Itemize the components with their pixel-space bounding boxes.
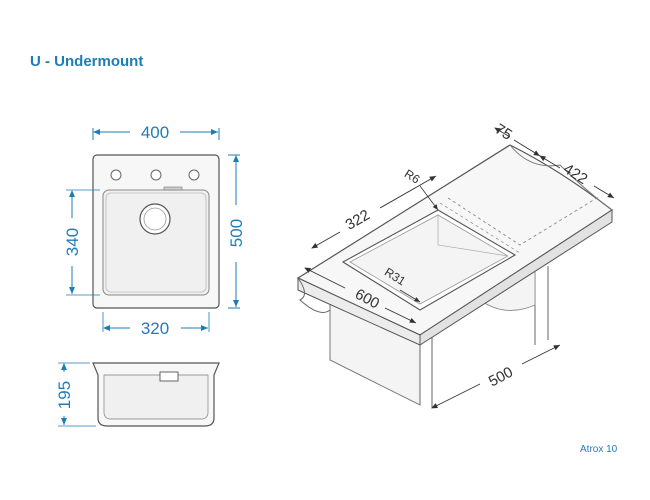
dimension-side-height: 500: [227, 219, 246, 247]
top-view: 400 500 340 320: [63, 123, 246, 338]
tap-hole-icon: [110, 169, 122, 181]
dimension-top-width: 400: [141, 123, 169, 142]
model-name: Atrox 10: [580, 444, 618, 455]
tap-hole-icon: [150, 169, 162, 181]
dimension-bowl-height: 340: [63, 228, 82, 256]
dimension-iso-corner: R6: [402, 167, 423, 187]
dimension-iso-inner-width: 322: [343, 206, 373, 233]
dimension-iso-depth-top: 75: [492, 121, 515, 144]
dimension-depth: 195: [55, 381, 74, 409]
dimension-iso-cabinet: 500: [486, 364, 516, 391]
side-view: 195: [55, 362, 220, 427]
tap-hole-icon: [188, 169, 200, 181]
isometric-view: 75 422 R6 322 R31 600 500: [296, 121, 615, 409]
page-title: U - Undermount: [30, 53, 144, 70]
dimension-bowl-width: 320: [141, 319, 169, 338]
